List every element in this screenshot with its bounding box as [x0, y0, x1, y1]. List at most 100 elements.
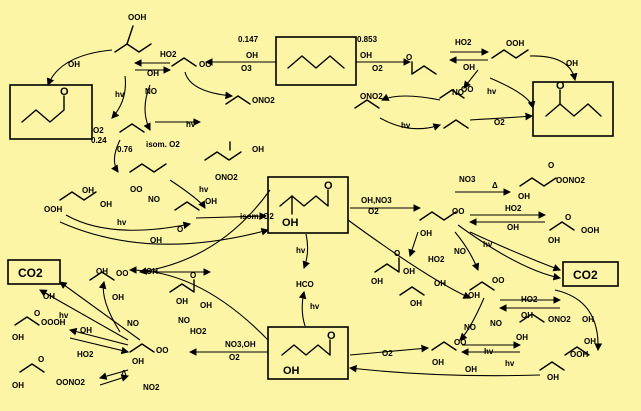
svg-text:OONO2: OONO2: [56, 378, 85, 387]
svg-text:O2: O2: [382, 349, 393, 358]
svg-text:OO: OO: [461, 85, 473, 94]
svg-text:OH: OH: [150, 236, 162, 245]
svg-text:0.76: 0.76: [117, 145, 133, 154]
svg-text:CO2: CO2: [573, 268, 598, 282]
svg-text:O: O: [327, 330, 336, 342]
svg-text:NO: NO: [127, 319, 139, 328]
svg-text:O2: O2: [494, 118, 505, 127]
svg-text:O2: O2: [372, 64, 383, 73]
svg-text:O: O: [556, 80, 565, 92]
svg-text:OH: OH: [12, 381, 24, 390]
svg-text:OH: OH: [147, 69, 159, 78]
svg-text:NO: NO: [454, 247, 466, 256]
svg-text:O2: O2: [229, 353, 240, 362]
svg-text:hv: hv: [186, 120, 196, 129]
svg-text:OH: OH: [521, 311, 533, 320]
svg-text:OH: OH: [548, 236, 560, 245]
svg-text:OO: OO: [452, 207, 464, 216]
svg-text:ONO2: ONO2: [360, 92, 383, 101]
svg-text:OH: OH: [205, 197, 217, 206]
svg-text:O2: O2: [93, 126, 104, 135]
svg-text:O: O: [394, 249, 400, 258]
svg-text:O: O: [324, 180, 333, 192]
svg-text:OH: OH: [43, 292, 55, 301]
co2-right-box: CO2: [562, 261, 619, 287]
svg-text:OO: OO: [454, 338, 466, 347]
svg-text:OH: OH: [96, 267, 108, 276]
hydroxypropanal-box: O OH: [267, 326, 349, 380]
hydroxybutanal-box: O OH: [267, 176, 349, 234]
svg-text:hv: hv: [487, 87, 497, 96]
svg-text:isom. O2: isom. O2: [146, 140, 180, 149]
svg-text:OH: OH: [80, 326, 92, 335]
svg-text:O: O: [565, 213, 571, 222]
svg-text:NO2: NO2: [143, 383, 160, 392]
svg-text:OOH: OOH: [44, 205, 62, 214]
svg-text:OH: OH: [68, 60, 80, 69]
svg-text:OO: OO: [199, 60, 211, 69]
svg-text:ONO2: ONO2: [548, 315, 571, 324]
svg-text:O3: O3: [241, 64, 252, 73]
svg-text:OH: OH: [282, 217, 299, 229]
svg-text:OOOH: OOOH: [41, 318, 66, 327]
svg-text:OH: OH: [12, 333, 24, 342]
svg-text:OOH: OOH: [506, 39, 524, 48]
svg-text:O: O: [177, 225, 183, 234]
svg-text:HO2: HO2: [77, 350, 94, 359]
svg-text:OH: OH: [283, 365, 300, 377]
svg-text:hv: hv: [401, 121, 411, 130]
svg-text:OH: OH: [468, 291, 480, 300]
svg-text:HCO: HCO: [296, 280, 314, 289]
svg-text:OH: OH: [420, 229, 432, 238]
svg-text:OH: OH: [516, 333, 528, 342]
svg-text:O: O: [60, 86, 69, 98]
svg-text:OH: OH: [371, 277, 383, 286]
svg-text:O: O: [190, 271, 196, 280]
svg-text:OH: OH: [432, 358, 444, 367]
svg-text:O: O: [34, 309, 40, 318]
svg-text:OH: OH: [547, 373, 559, 382]
svg-text:CO2: CO2: [18, 266, 43, 280]
svg-text:O: O: [38, 355, 44, 364]
svg-text:0.24: 0.24: [91, 136, 107, 145]
svg-text:OH: OH: [132, 357, 144, 366]
svg-text:OH: OH: [200, 301, 212, 310]
svg-text:OO: OO: [116, 269, 128, 278]
svg-text:Δ: Δ: [121, 369, 127, 378]
svg-text:NO3,OH: NO3,OH: [225, 340, 256, 349]
svg-text:OH: OH: [82, 186, 94, 195]
svg-text:OH: OH: [434, 279, 446, 288]
svg-text:ONO2: ONO2: [215, 173, 238, 182]
svg-text:NO: NO: [178, 316, 190, 325]
svg-text:hv: hv: [310, 302, 320, 311]
svg-text:OH: OH: [360, 51, 372, 60]
svg-text:OOH: OOH: [128, 13, 146, 22]
svg-text:hv: hv: [483, 240, 493, 249]
svg-text:OO: OO: [492, 276, 504, 285]
svg-text:hv: hv: [115, 90, 125, 99]
svg-text:HO2: HO2: [190, 327, 207, 336]
branch-left-value: 0.147: [238, 35, 259, 44]
svg-text:hv: hv: [59, 311, 69, 320]
svg-text:HO2: HO2: [428, 255, 445, 264]
butane-box: [275, 36, 357, 86]
svg-text:HO2: HO2: [505, 204, 522, 213]
svg-text:OH: OH: [246, 51, 258, 60]
svg-text:O2: O2: [368, 207, 379, 216]
svg-text:Δ: Δ: [492, 181, 498, 190]
svg-text:O: O: [406, 53, 412, 62]
svg-text:NO3: NO3: [459, 175, 476, 184]
svg-text:OH: OH: [518, 192, 530, 201]
svg-text:OH: OH: [465, 365, 477, 374]
svg-text:NO: NO: [490, 319, 502, 328]
svg-text:OOH: OOH: [581, 226, 599, 235]
svg-text:OH: OH: [584, 337, 596, 346]
svg-text:OH: OH: [403, 267, 415, 276]
svg-text:OH: OH: [176, 297, 188, 306]
svg-text:OH: OH: [463, 63, 475, 72]
svg-text:O: O: [548, 161, 554, 170]
svg-text:OH: OH: [566, 59, 578, 68]
svg-text:OOH: OOH: [570, 350, 588, 359]
